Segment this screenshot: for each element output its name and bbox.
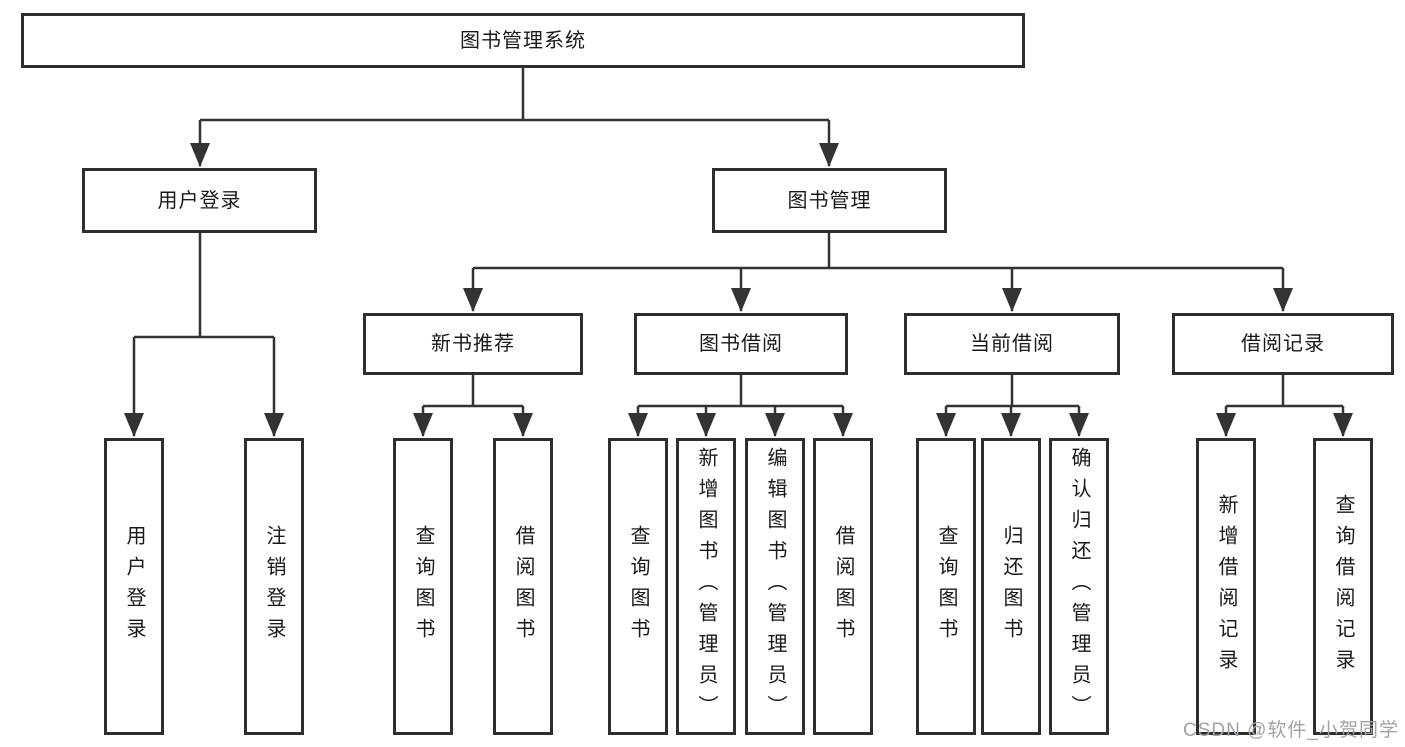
- csdn-watermark: CSDN @软件_小贺同学: [1183, 720, 1399, 741]
- leaf-return-book-label: 归还图书: [1000, 524, 1022, 649]
- node-user-login-label: 用户登录: [157, 189, 242, 212]
- node-borrow-records: 借阅记录: [1172, 313, 1394, 375]
- node-root-label: 图书管理系统: [460, 29, 586, 52]
- leaf-query-books-borrow-label: 查询图书: [627, 524, 649, 649]
- node-current-borrow: 当前借阅: [904, 313, 1120, 375]
- node-root: 图书管理系统: [21, 13, 1025, 68]
- leaf-query-books-current: 查询图书: [916, 438, 976, 735]
- leaf-borrow-books: 借阅图书: [813, 438, 873, 735]
- leaf-borrow-books-label: 借阅图书: [832, 524, 854, 649]
- leaf-return-book: 归还图书: [981, 438, 1041, 735]
- connector-group: [124, 68, 1353, 437]
- leaf-edit-book-admin: 编辑图书（管理员）: [745, 438, 805, 735]
- node-user-login: 用户登录: [82, 168, 317, 233]
- leaf-query-borrow-record: 查询借阅记录: [1313, 438, 1373, 735]
- node-book-borrow: 图书借阅: [634, 313, 848, 375]
- leaf-user-login-label: 用户登录: [123, 524, 145, 649]
- leaf-query-books-borrow: 查询图书: [608, 438, 668, 735]
- leaf-query-books-recommend: 查询图书: [393, 438, 453, 735]
- leaf-confirm-return-admin-label: 确认归还（管理员）: [1068, 447, 1090, 726]
- leaf-add-borrow-record: 新增借阅记录: [1196, 438, 1256, 735]
- node-new-book-recommend-label: 新书推荐: [431, 333, 515, 355]
- leaf-logout-label: 注销登录: [263, 524, 285, 649]
- node-book-management-label: 图书管理: [787, 189, 872, 212]
- leaf-user-login: 用户登录: [104, 438, 164, 735]
- leaf-query-borrow-record-label: 查询借阅记录: [1332, 493, 1354, 680]
- leaf-borrow-books-recommend-label: 借阅图书: [512, 524, 534, 649]
- node-book-management: 图书管理: [712, 168, 947, 233]
- node-new-book-recommend: 新书推荐: [363, 313, 583, 375]
- leaf-query-books-recommend-label: 查询图书: [412, 524, 434, 649]
- branch-segments: [134, 68, 1343, 408]
- node-current-borrow-label: 当前借阅: [970, 333, 1054, 355]
- leaf-borrow-books-recommend: 借阅图书: [493, 438, 553, 735]
- leaf-query-books-current-label: 查询图书: [935, 524, 957, 649]
- leaf-add-book-admin: 新增图书（管理员）: [676, 438, 736, 735]
- node-book-borrow-label: 图书借阅: [699, 333, 783, 355]
- leaf-edit-book-admin-label: 编辑图书（管理员）: [764, 447, 786, 726]
- leaf-confirm-return-admin: 确认归还（管理员）: [1049, 438, 1109, 735]
- node-borrow-records-label: 借阅记录: [1241, 333, 1325, 355]
- leaf-add-borrow-record-label: 新增借阅记录: [1215, 493, 1237, 680]
- leaf-logout: 注销登录: [244, 438, 304, 735]
- leaf-add-book-admin-label: 新增图书（管理员）: [695, 447, 717, 726]
